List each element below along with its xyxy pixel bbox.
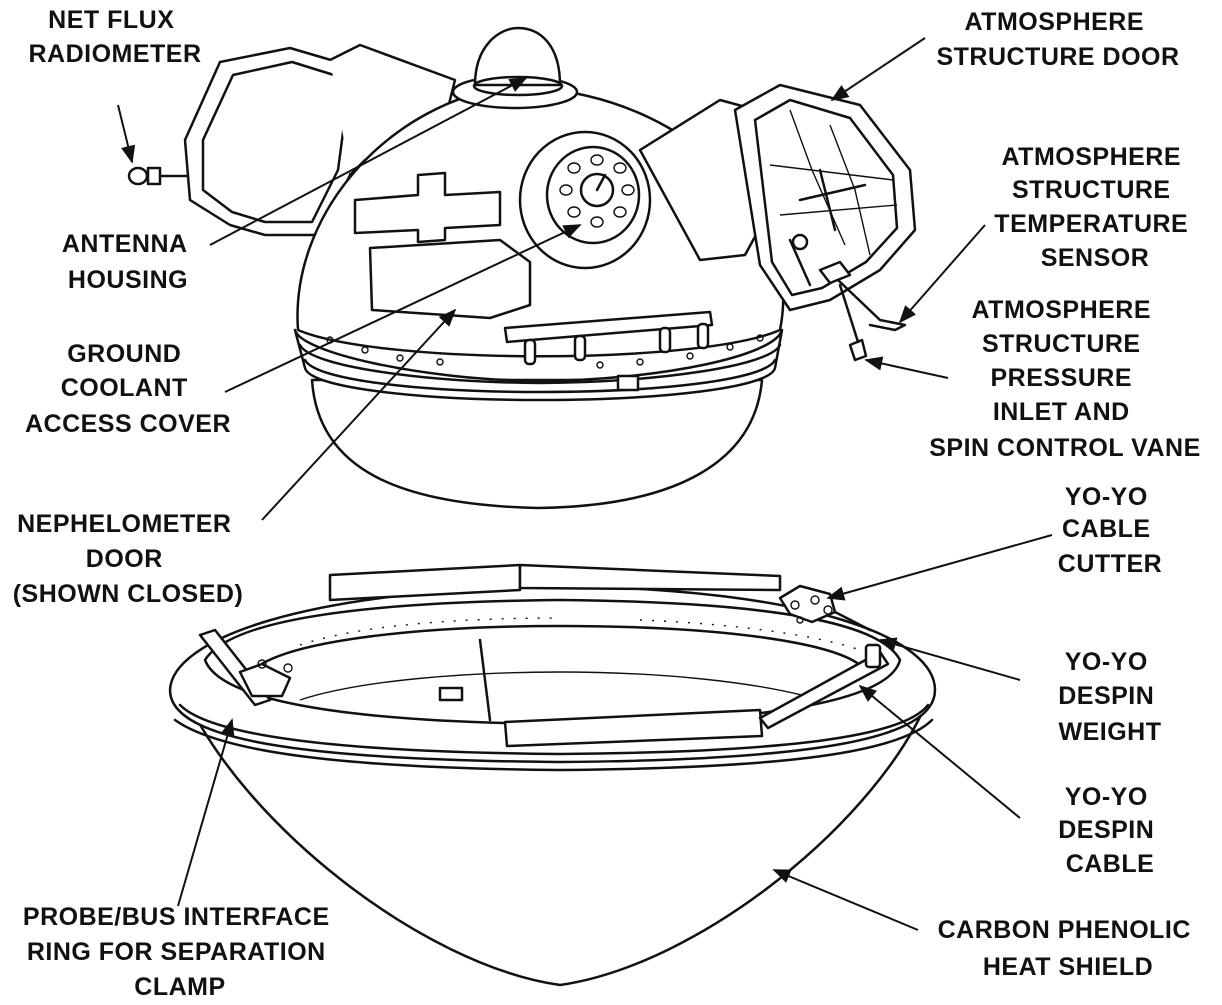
equator-ring-line: [303, 358, 777, 394]
leader-yoyo-despin-cable: [858, 684, 1021, 819]
leader-atmosphere-structure-door: [830, 37, 926, 101]
nephelometer-wheel: [518, 130, 652, 270]
yoyo-despin-weight-part: [864, 643, 882, 669]
rim-segment-bottom: [503, 708, 764, 748]
sensor-arm: [788, 168, 867, 287]
pressure-vessel-illustration: [127, 26, 917, 510]
inner-bracket: [438, 686, 464, 702]
label-probe-bus-interface-ring: PROBE/BUS INTERFACE RING FOR SEPARATION …: [23, 903, 337, 1001]
yoyo-cable-cutter-hardware: [778, 584, 872, 632]
leader-lines: [117, 37, 1053, 931]
radiometer-device: [127, 166, 190, 186]
leader-yoyo-cable-cutter: [826, 534, 1053, 601]
temperature-sensor-blade: [836, 278, 907, 332]
rim-segment-top-right: [518, 563, 782, 592]
antenna-housing-dome: [451, 26, 579, 110]
leader-pressure-inlet: [864, 356, 949, 379]
inner-floor-curve: [299, 671, 821, 701]
equator-flange: [293, 328, 784, 402]
leader-heat-shield: [772, 869, 919, 931]
left-yoyo-hardware: [238, 659, 293, 698]
heat-shield-illustration: [168, 563, 937, 987]
labels: NET FLUX RADIOMETER ANTENNA HOUSING GROU…: [13, 6, 1201, 1001]
sensor-hinge: [791, 233, 809, 251]
leader-ground-coolant: [224, 224, 582, 393]
left-door-panel: [201, 60, 352, 224]
sensor-block: [818, 260, 852, 285]
flange-tab: [616, 374, 640, 392]
lower-hemisphere: [310, 378, 764, 510]
leader-probe-bus-ring: [177, 718, 235, 907]
label-temperature-sensor: ATMOSPHERE STRUCTURE TEMPERATURE SENSOR: [994, 143, 1195, 272]
rail-posts: [503, 310, 714, 366]
atmosphere-door-inner: [753, 98, 899, 297]
rim-segment-right: [758, 650, 890, 730]
label-nephelometer-door: NEPHELOMETER DOOR (SHOWN CLOSED): [13, 510, 244, 608]
label-ground-coolant-access-cover: GROUND COOLANT ACCESS COVER: [25, 340, 231, 438]
label-net-flux-radiometer: NET FLUX RADIOMETER: [28, 6, 201, 68]
atmosphere-door-grid: [769, 109, 898, 256]
leader-nephelometer-door: [261, 308, 457, 521]
label-yoyo-despin-weight: YO-YO DESPIN WEIGHT: [1058, 648, 1162, 746]
equator-ring-line-2: [298, 343, 782, 385]
leader-temperature-sensor: [898, 224, 986, 324]
aeroshell-opening: [203, 598, 902, 726]
rim-segment-top-left: [328, 563, 522, 602]
rim-band-2: [173, 718, 934, 772]
nephelometer-door-panel: [368, 238, 532, 320]
label-antenna-housing: ANTENNA HOUSING: [62, 230, 194, 294]
label-carbon-phenolic-heat-shield: CARBON PHENOLIC HEAT SHIELD: [938, 916, 1199, 981]
leader-yoyo-despin-weight: [878, 637, 1021, 681]
leader-antenna-housing: [209, 77, 528, 246]
label-yoyo-cable-cutter: YO-YO CABLE CUTTER: [1058, 483, 1162, 578]
pressure-inlet-arm: [838, 283, 860, 344]
leader-net-flux-radiometer: [117, 104, 136, 164]
heat-shield-cone: [183, 693, 932, 987]
rim-rivets: [299, 617, 861, 651]
opening-inner-edge: [258, 624, 862, 667]
rim-band-1: [178, 703, 930, 756]
label-atmosphere-structure-door: ATMOSPHERE STRUCTURE DOOR: [936, 8, 1179, 71]
inner-seam: [478, 638, 492, 722]
label-pressure-inlet: ATMOSPHERE STRUCTURE PRESSURE INLET AND …: [929, 296, 1201, 462]
coolant-cross-cover: [353, 171, 502, 244]
label-yoyo-despin-cable: YO-YO DESPIN CABLE: [1058, 783, 1162, 878]
